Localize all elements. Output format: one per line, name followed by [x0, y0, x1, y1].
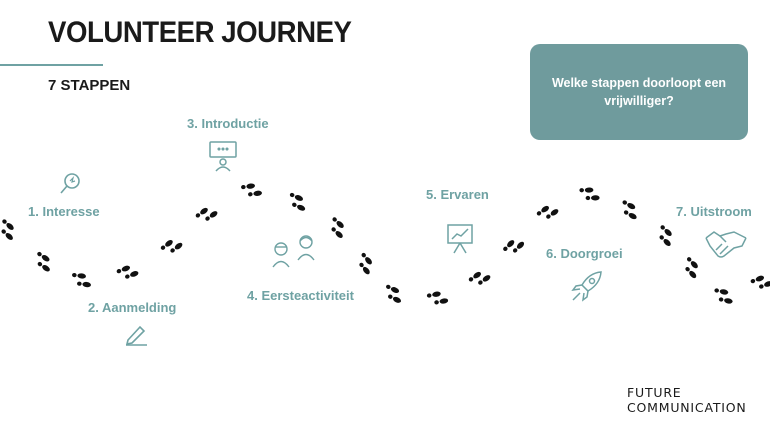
footprint	[622, 209, 638, 221]
footprint	[288, 191, 304, 203]
footprint	[330, 226, 345, 240]
question-callout: Welke stappen doorloopt een vrijwilliger…	[530, 44, 748, 140]
footprint	[76, 280, 92, 288]
footprint	[718, 296, 734, 305]
footprint	[71, 272, 87, 280]
footprint	[1, 218, 15, 232]
footprint	[124, 269, 140, 280]
footprint	[240, 182, 256, 190]
step-label-7: 7. Uitstroom	[676, 204, 752, 219]
footprint	[713, 287, 729, 296]
footprint	[749, 274, 765, 285]
brand-line-2: COMMUNICATION	[627, 399, 747, 415]
rocket-icon	[569, 268, 605, 309]
footprint	[115, 264, 131, 275]
footprint	[36, 260, 52, 273]
callout-text: Welke stappen doorloopt een vrijwilliger…	[551, 75, 727, 108]
step-label-3: 3. Introductie	[187, 116, 269, 131]
footprint	[387, 293, 402, 305]
accent-line	[0, 64, 103, 66]
page-title: VOLUNTEER JOURNEY	[48, 16, 352, 49]
footprint	[758, 280, 770, 290]
footprint	[579, 187, 594, 193]
footprint	[426, 290, 442, 299]
footprint	[36, 250, 51, 263]
footprint	[247, 190, 263, 198]
handshake-icon	[704, 228, 748, 267]
magnifier-icon	[58, 170, 84, 201]
people-icon	[270, 232, 318, 273]
step-label-4: 4. Eersteactiviteit	[247, 288, 354, 303]
footprint	[0, 228, 15, 242]
presenter-icon	[208, 140, 238, 177]
footprint	[291, 201, 307, 212]
footprint	[621, 199, 637, 211]
chart-board-icon	[446, 222, 474, 259]
footprint	[433, 297, 449, 306]
step-label-2: 2. Aanmelding	[88, 300, 177, 315]
step-label-5: 5. Ervaren	[426, 187, 489, 202]
step-label-6: 6. Doorgroei	[546, 246, 623, 261]
step-label-1: 1. Interesse	[28, 204, 100, 219]
footprint	[585, 195, 600, 201]
brand-logo: FUTURE COMMUNICATION	[627, 385, 747, 416]
pen-icon	[123, 322, 149, 351]
brand-line-1: FUTURE	[627, 385, 682, 400]
page-subtitle: 7 STAPPEN	[48, 77, 131, 94]
footprint	[385, 283, 400, 295]
